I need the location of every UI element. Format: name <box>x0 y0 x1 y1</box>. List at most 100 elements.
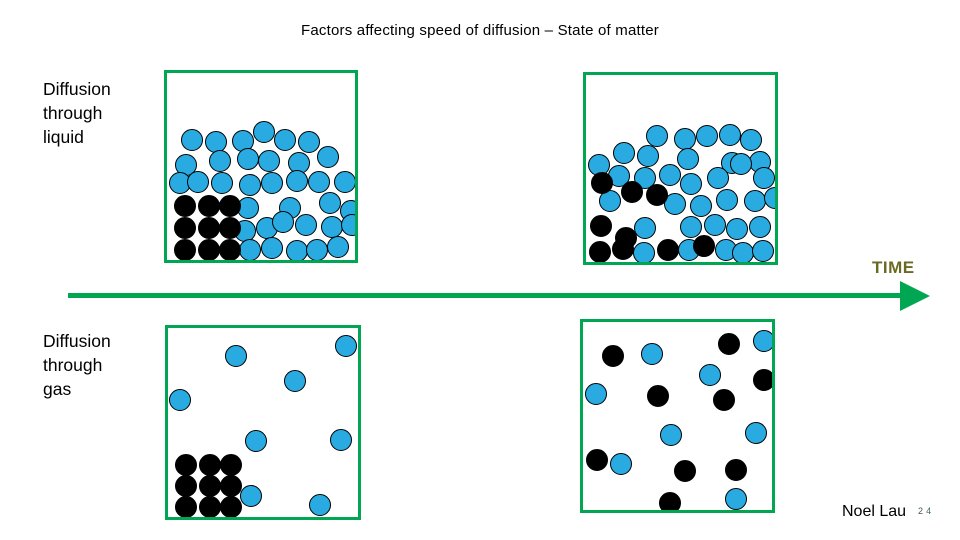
blue-particle <box>664 193 686 215</box>
blue-particle <box>674 128 696 150</box>
black-particle <box>725 459 747 481</box>
blue-particle <box>641 343 663 365</box>
particle-box-gas-initial <box>165 325 361 520</box>
blue-particle <box>610 453 632 475</box>
black-particle <box>219 239 241 260</box>
black-particle <box>646 184 668 206</box>
black-particle <box>591 172 613 194</box>
black-particle <box>198 239 220 260</box>
blue-particle <box>341 214 355 236</box>
blue-particle <box>225 345 247 367</box>
blue-particle <box>634 217 656 239</box>
blue-particle <box>749 216 771 238</box>
black-particle <box>647 385 669 407</box>
blue-particle <box>740 129 762 151</box>
black-particle <box>219 217 241 239</box>
blue-particle <box>633 242 655 262</box>
blue-particle <box>719 124 741 146</box>
blue-particle <box>321 216 343 238</box>
label-line: through <box>43 103 103 123</box>
blue-particle <box>237 148 259 170</box>
blue-particle <box>753 167 775 189</box>
blue-particle <box>696 125 718 147</box>
time-arrow-head-icon <box>900 281 930 311</box>
blue-particle <box>704 214 726 236</box>
blue-particle <box>274 129 296 151</box>
label-diffusion-through-gas: Diffusion through gas <box>43 329 111 401</box>
black-particle <box>198 217 220 239</box>
label-line: Diffusion <box>43 331 111 351</box>
black-particle <box>713 389 735 411</box>
black-particle <box>175 475 197 497</box>
blue-particle <box>335 335 357 357</box>
blue-particle <box>258 150 280 172</box>
time-label: TIME <box>872 258 915 277</box>
blue-particle <box>211 172 233 194</box>
blue-particle <box>613 142 635 164</box>
label-line: gas <box>43 379 72 399</box>
blue-particle <box>726 218 748 240</box>
label-diffusion-through-liquid: Diffusion through liquid <box>43 77 111 149</box>
blue-particle <box>753 330 772 352</box>
blue-particle <box>745 422 767 444</box>
blue-particle <box>327 236 349 258</box>
blue-particle <box>239 239 261 260</box>
blue-particle <box>286 170 308 192</box>
black-particle <box>586 449 608 471</box>
black-particle <box>174 217 196 239</box>
blue-particle <box>169 389 191 411</box>
page-digit-2: 4 <box>926 506 932 516</box>
blue-particle <box>240 485 262 507</box>
label-line: through <box>43 355 103 375</box>
black-particle <box>589 241 611 262</box>
particle-box-gas-later <box>580 319 775 513</box>
blue-particle <box>286 240 308 260</box>
blue-particle <box>716 189 738 211</box>
blue-particle <box>690 195 712 217</box>
blue-particle <box>680 173 702 195</box>
blue-particle <box>295 214 317 236</box>
black-particle <box>753 369 772 391</box>
blue-particle <box>677 148 699 170</box>
black-particle <box>590 215 612 237</box>
black-particle <box>175 496 197 517</box>
blue-particle <box>646 125 668 147</box>
blue-particle <box>637 145 659 167</box>
label-line: Diffusion <box>43 79 111 99</box>
blue-particle <box>245 430 267 452</box>
black-particle <box>220 475 242 497</box>
black-particle <box>674 460 696 482</box>
blue-particle <box>764 187 775 209</box>
blue-particle <box>308 171 330 193</box>
blue-particle <box>334 171 355 193</box>
blue-particle <box>699 364 721 386</box>
black-particle <box>199 475 221 497</box>
black-particle <box>693 235 715 257</box>
blue-particle <box>209 150 231 172</box>
blue-particle <box>187 171 209 193</box>
blue-particle <box>181 129 203 151</box>
blue-particle <box>585 383 607 405</box>
black-particle <box>219 195 241 217</box>
black-particle <box>199 496 221 517</box>
blue-particle <box>306 239 328 260</box>
author-name: Noel Lau <box>842 503 907 520</box>
blue-particle <box>317 146 339 168</box>
black-particle <box>220 454 242 476</box>
blue-particle <box>319 192 341 214</box>
blue-particle <box>284 370 306 392</box>
black-particle <box>174 195 196 217</box>
blue-particle <box>752 240 774 262</box>
black-particle <box>220 496 242 517</box>
black-particle <box>612 238 634 260</box>
black-particle <box>199 454 221 476</box>
black-particle <box>657 239 679 261</box>
slide-title: Factors affecting speed of diffusion – S… <box>301 22 659 39</box>
black-particle <box>659 492 681 510</box>
black-particle <box>198 195 220 217</box>
blue-particle <box>261 237 283 259</box>
label-line: liquid <box>43 127 84 147</box>
black-particle <box>602 345 624 367</box>
